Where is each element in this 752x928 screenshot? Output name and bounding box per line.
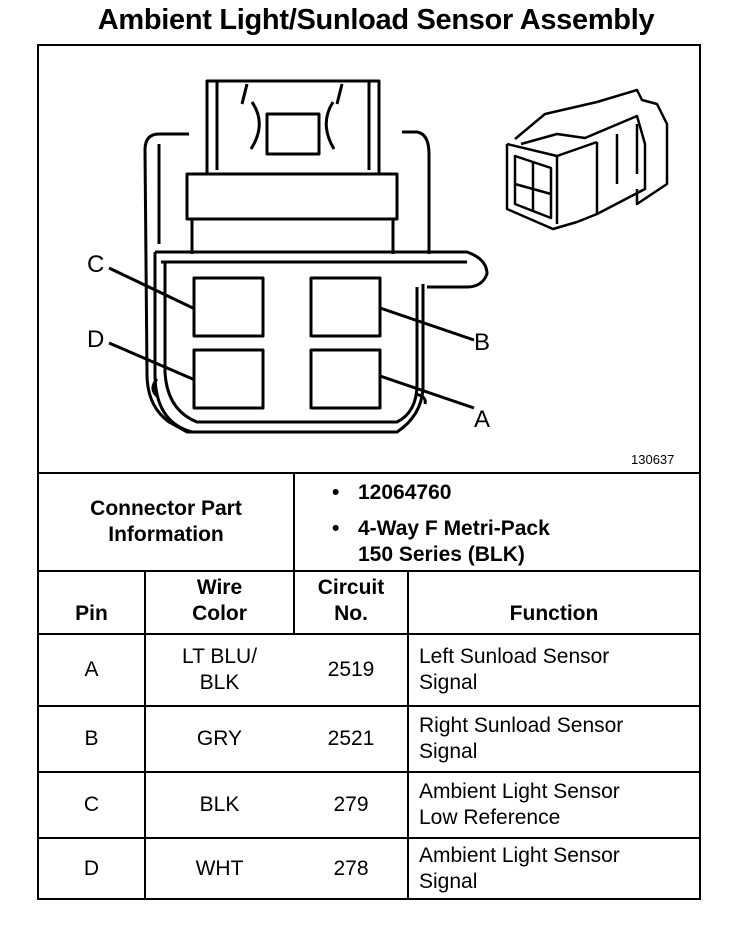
divider <box>37 771 701 773</box>
divider <box>37 570 701 572</box>
divider <box>407 570 409 900</box>
divider <box>293 472 295 633</box>
divider <box>37 633 701 635</box>
callout-b: B <box>474 329 490 356</box>
wire-color-cell: LT BLU/BLK <box>181 645 258 694</box>
callout-c: C <box>87 251 104 278</box>
divider <box>37 472 701 474</box>
wire-color-cell: WHT <box>195 856 244 880</box>
circuit-cell: 2521 <box>327 727 375 750</box>
pin-cell: B <box>84 727 99 750</box>
divider <box>37 705 701 707</box>
callout-a: A <box>474 406 490 433</box>
callout-d: D <box>87 326 104 353</box>
connector-face-drawing: C D B A <box>87 79 669 434</box>
page-title: Ambient Light/Sunload Sensor Assembly <box>97 4 655 36</box>
header-function: Function <box>509 602 599 625</box>
connector-diagram: C D B A <box>37 44 701 472</box>
header-pin: Pin <box>75 602 108 625</box>
circuit-cell: 278 <box>333 856 369 880</box>
divider <box>37 837 701 839</box>
pin-cell: C <box>83 793 100 816</box>
pin-cell: D <box>83 856 100 880</box>
wire-color-cell: BLK <box>199 793 240 816</box>
divider <box>144 570 146 900</box>
wire-color-cell: GRY <box>196 727 243 750</box>
circuit-cell: 279 <box>333 793 369 816</box>
pin-cell: A <box>84 658 99 681</box>
part-number: 12064760 <box>358 481 452 504</box>
figure-number: 130637 <box>631 452 675 467</box>
circuit-cell: 2519 <box>327 658 375 681</box>
